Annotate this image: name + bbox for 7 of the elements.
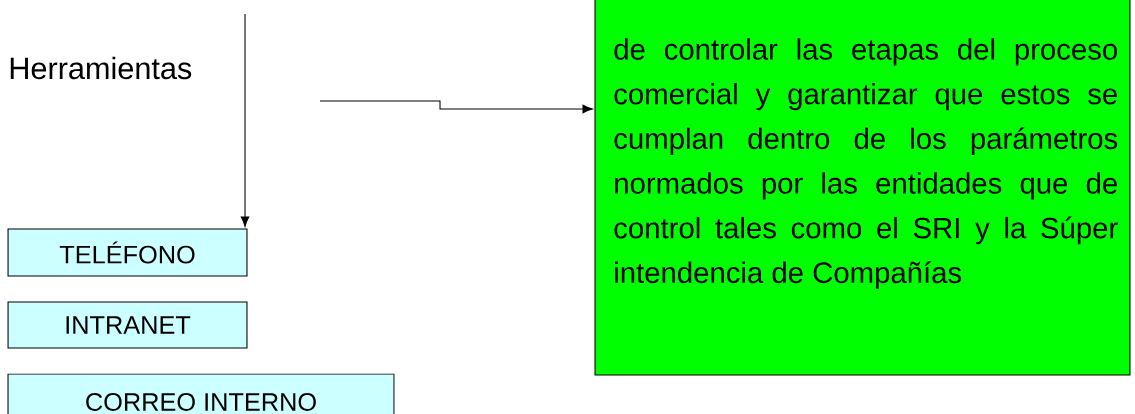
arrow — [319, 100, 593, 114]
tool-box: CORREO INTERNO — [7, 373, 395, 414]
heading-text: Herramientas — [10, 56, 192, 80]
tool-box: INTRANET — [7, 301, 248, 349]
arrow — [240, 13, 250, 227]
text-box: de controlar las etapas del proceso comercial y garantizar que estos se cumplan dentro de los parámetros normados por las entidades que de control tales como el SRI y la Súper intendencia de Compañías — [594, 0, 1131, 376]
tool-box: TELÉFONO — [7, 228, 248, 277]
